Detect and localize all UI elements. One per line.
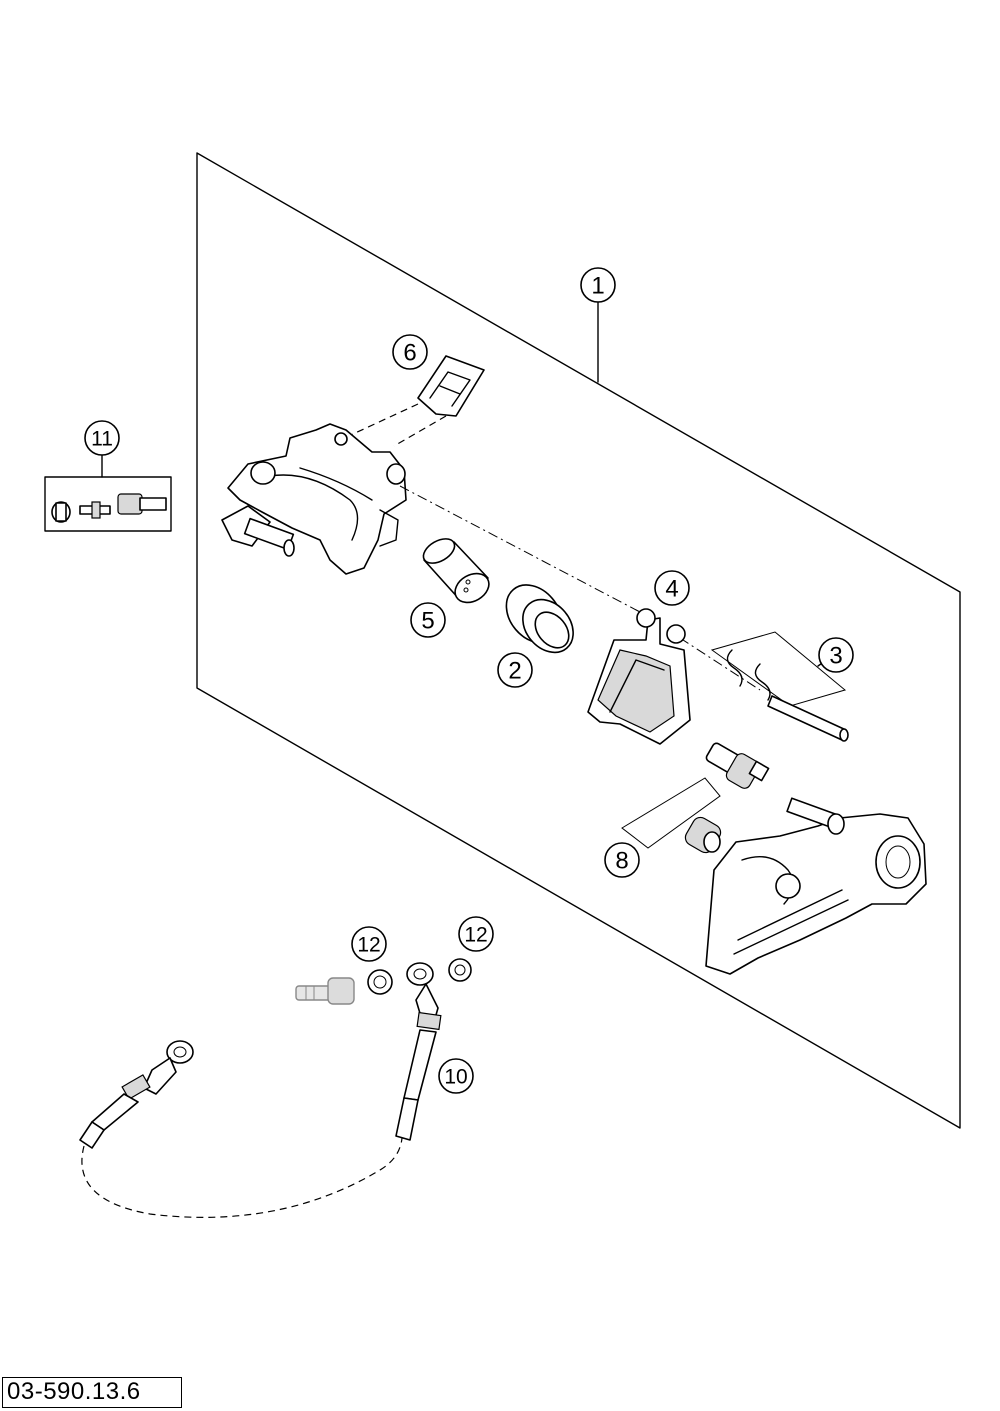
slide-set-outline [621, 777, 721, 849]
callout-label: 1 [591, 273, 604, 300]
brake-caliper-icon [221, 423, 407, 575]
callout-label: 6 [403, 340, 416, 367]
callout-1: 1 [580, 267, 616, 303]
sealing-washer-left-icon [367, 969, 393, 995]
centerline-pin [679, 637, 761, 691]
assembly-frame [196, 152, 961, 1129]
pad-spring-icon [417, 355, 485, 417]
callout-5: 5 [410, 602, 446, 638]
bleeder-kit-box [44, 476, 172, 532]
dash-6-to-caliper [339, 403, 419, 441]
centerline-caliper [399, 485, 641, 613]
dash-6-to-caliper-b [393, 415, 447, 447]
bleeder-nipple-icon [79, 501, 111, 519]
bleeder-cap-icon [51, 501, 71, 523]
callout-6: 6 [392, 334, 428, 370]
bleeder-valve-icon [117, 493, 167, 515]
callout-3: 3 [818, 637, 854, 673]
sealing-washer-right-icon [448, 958, 472, 982]
piston-seal-icon [505, 584, 574, 654]
clip-set-outline [710, 631, 847, 707]
callout-label: 8 [615, 848, 628, 875]
callout-label: 10 [444, 1066, 467, 1089]
slide-pin-icon [705, 742, 770, 789]
pad-clip-icon [726, 649, 771, 701]
piston-icon [422, 538, 490, 604]
callout-label: 11 [91, 428, 113, 451]
callout-4: 4 [654, 570, 690, 606]
slide-boot-icon [684, 816, 722, 854]
callout-10: 10 [438, 1058, 474, 1094]
hose-dashed-continuation [81, 1137, 403, 1218]
brake-hose-icon [79, 962, 442, 1149]
callout-label: 5 [421, 608, 434, 635]
diagram-reference-number: 03-590.13.6 [2, 1377, 182, 1408]
banjo-bolt-icon [295, 977, 355, 1005]
pad-pin-icon [767, 695, 849, 742]
callout-label: 2 [508, 658, 521, 685]
callout-label: 12 [464, 924, 487, 947]
callout-2: 2 [497, 652, 533, 688]
brake-pads-icon [587, 608, 691, 745]
callout-label: 12 [357, 934, 380, 957]
callout-12-right: 12 [458, 916, 494, 952]
callout-12-left: 12 [351, 926, 387, 962]
callout-label: 3 [829, 643, 842, 670]
callout-8: 8 [604, 842, 640, 878]
callout-11: 11 [84, 420, 120, 456]
caliper-bracket-icon [705, 797, 927, 975]
callout-label: 4 [665, 576, 678, 603]
